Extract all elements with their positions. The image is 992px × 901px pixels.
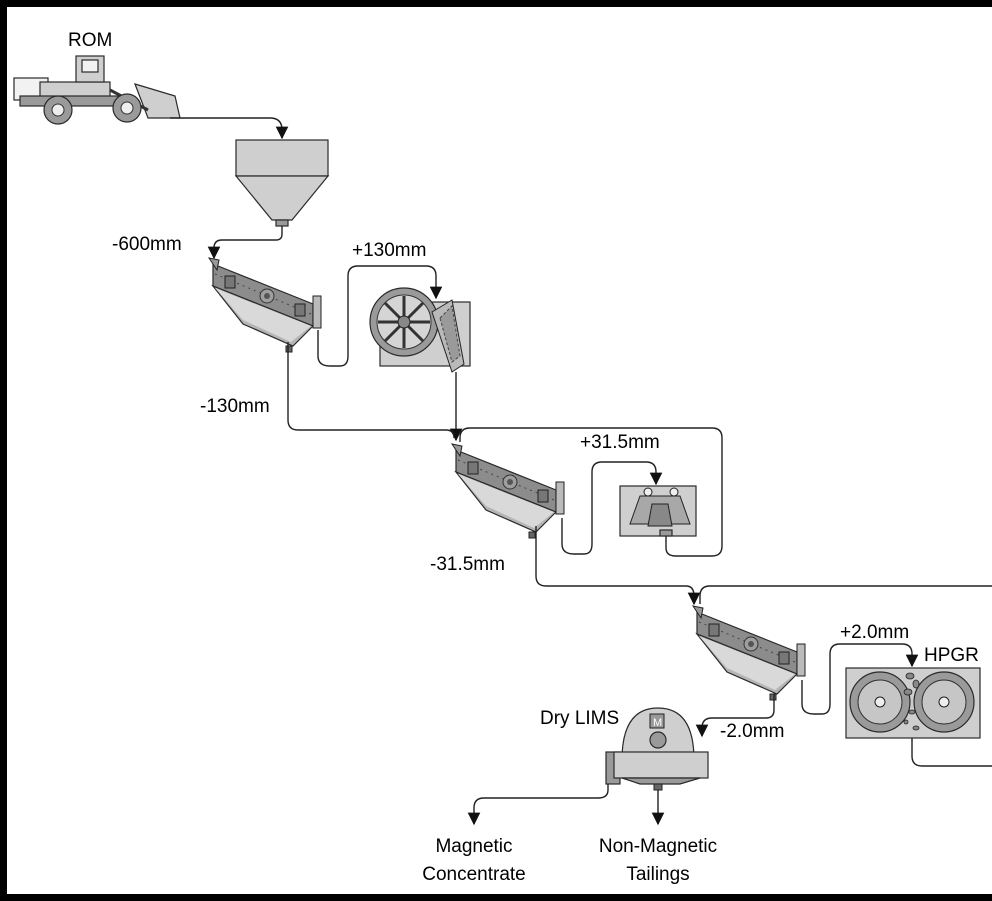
- vibrating-screen-3-icon: [693, 606, 805, 700]
- magnetic-separator-icon: M: [606, 708, 708, 790]
- vibrating-screen-1-icon: [209, 258, 321, 352]
- magnetic-concentrate-line1: Magnetic: [435, 836, 512, 857]
- dry-lims-label: Dry LIMS: [540, 708, 619, 729]
- size-plus-2-0-label: +2.0mm: [840, 622, 909, 643]
- rom-label: ROM: [68, 30, 112, 51]
- hpgr-icon: [846, 668, 980, 738]
- flow-hpgr-recycle-in: [700, 586, 992, 604]
- size-minus-31-5-label: -31.5mm: [430, 554, 505, 575]
- flow-bin-to-screen1: [214, 226, 282, 258]
- size-plus-130-label: +130mm: [352, 240, 426, 261]
- flow-screen2-undersize: [536, 526, 694, 604]
- size-minus-130-label: -130mm: [200, 396, 270, 417]
- hpgr-label: HPGR: [924, 645, 979, 666]
- size-plus-31-5-label: +31.5mm: [580, 432, 660, 453]
- front-loader-icon: [14, 56, 180, 124]
- flow-hpgr-recycle-out: [912, 738, 992, 766]
- jaw-crusher-icon: [370, 288, 470, 372]
- flow-rom-to-bin: [170, 118, 282, 138]
- hopper-icon: [236, 140, 328, 226]
- non-magnetic-tailings-line2: Tailings: [626, 864, 689, 885]
- size-600-label: -600mm: [112, 234, 182, 255]
- cone-crusher-icon: [620, 486, 696, 536]
- svg-text:M: M: [653, 717, 662, 729]
- size-minus-2-0-label: -2.0mm: [720, 721, 784, 742]
- vibrating-screen-2-icon: [452, 444, 564, 538]
- non-magnetic-tailings-line1: Non-Magnetic: [599, 836, 717, 857]
- magnetic-concentrate-line2: Concentrate: [422, 864, 526, 885]
- flow-magnetic-concentrate: [474, 784, 608, 824]
